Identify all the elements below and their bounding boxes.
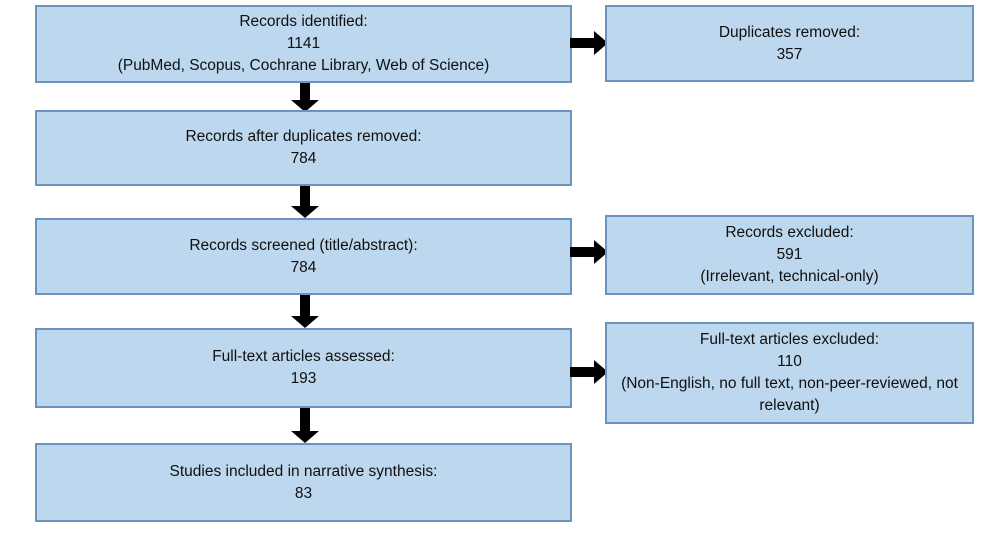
node-fulltext-excluded: Full-text articles excluded: 110 (Non-En… (605, 322, 974, 424)
node-duplicates-removed-count: 357 (776, 45, 803, 63)
node-records-after-duplicates-label: Records after duplicates removed: (185, 128, 422, 145)
node-studies-included-label: Studies included in narrative synthesis: (169, 462, 438, 480)
connector-identified-to-duplicates (570, 31, 608, 55)
node-records-screened-count: 784 (290, 258, 317, 276)
node-duplicates-removed: Duplicates removed: 357 (605, 5, 974, 82)
connector-after-duplicates-to-screened (291, 186, 319, 218)
node-fulltext-excluded-detail: (Non-English, no full text, non-peer-rev… (621, 375, 958, 414)
node-records-screened-label: Records screened (title/abstract): (189, 236, 418, 254)
connector-identified-to-after-duplicates (291, 83, 319, 112)
node-records-excluded: Records excluded: 591 (Irrelevant, techn… (605, 215, 974, 295)
node-records-excluded-detail: (Irrelevant, technical-only) (700, 268, 879, 285)
node-studies-included: Studies included in narrative synthesis:… (35, 443, 572, 522)
node-records-identified-detail: (PubMed, Scopus, Cochrane Library, Web o… (117, 57, 490, 74)
node-records-excluded-label: Records excluded: (725, 224, 854, 241)
connector-fulltext-to-fulltext-excluded (570, 360, 608, 384)
node-fulltext-excluded-label: Full-text articles excluded: (699, 331, 880, 348)
connector-screened-to-excluded (570, 240, 608, 264)
node-fulltext-assessed-label: Full-text articles assessed: (212, 348, 395, 365)
node-records-excluded-count: 591 (776, 246, 803, 263)
connector-fulltext-to-included (291, 408, 319, 443)
node-records-after-duplicates: Records after duplicates removed: 784 (35, 110, 572, 186)
connector-screened-to-fulltext (291, 295, 319, 328)
node-records-after-duplicates-count: 784 (290, 150, 317, 167)
node-fulltext-assessed-count: 193 (290, 370, 317, 387)
node-records-identified: Records identified: 1141 (PubMed, Scopus… (35, 5, 572, 83)
node-records-screened: Records screened (title/abstract): 784 (35, 218, 572, 295)
node-records-identified-count: 1141 (286, 35, 321, 52)
node-fulltext-excluded-count: 110 (777, 353, 802, 370)
node-duplicates-removed-label: Duplicates removed: (718, 23, 861, 41)
node-fulltext-assessed: Full-text articles assessed: 193 (35, 328, 572, 408)
node-records-identified-label: Records identified: (239, 13, 368, 30)
node-studies-included-count: 83 (294, 484, 313, 502)
